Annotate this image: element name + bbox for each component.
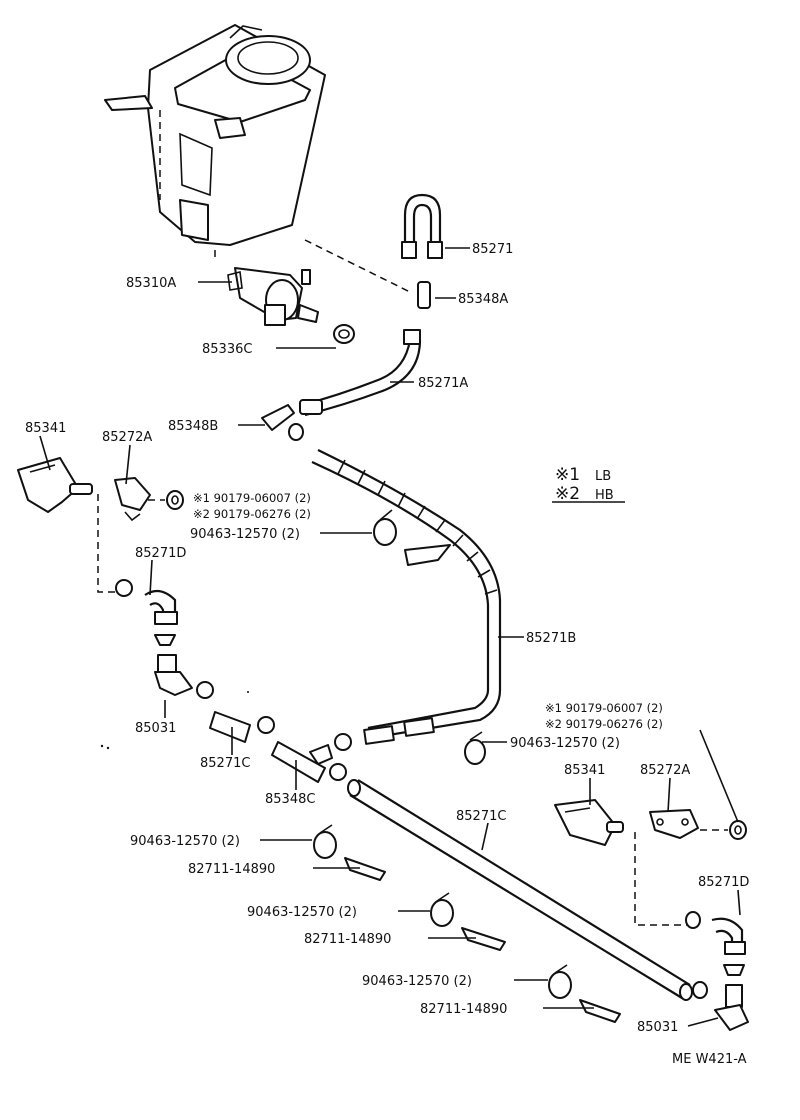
- label-85271b: 85271B: [526, 631, 576, 646]
- label-85272a-left: 85272A: [102, 430, 152, 445]
- clamp-c: [548, 964, 572, 999]
- label-85271: 85271: [472, 242, 513, 257]
- u-hose-85271: [401, 193, 443, 259]
- label-clamp-right: 90463-12570 (2): [510, 736, 620, 751]
- label-85271a: 85271A: [418, 376, 468, 391]
- label-85348b: 85348B: [168, 419, 218, 434]
- label-clamp-b: 90463-12570 (2): [247, 905, 357, 920]
- clip-c: [579, 999, 621, 1023]
- legend-mark1: ※1: [555, 465, 580, 485]
- clip-b: [461, 927, 506, 951]
- figure-code: ME W421-A: [672, 1052, 747, 1067]
- clip-left: [404, 544, 451, 566]
- grommet-right: [729, 820, 747, 840]
- label-clip-a: 82711-14890: [188, 862, 275, 877]
- grommet-85336c: [333, 324, 355, 344]
- bracket-85272a-left: [114, 477, 151, 522]
- label-clamp-c: 90463-12570 (2): [362, 974, 472, 989]
- label-85310a: 85310A: [126, 276, 176, 291]
- label-clamp-left: 90463-12570 (2): [190, 527, 300, 542]
- label-85341-left: 85341: [25, 421, 66, 436]
- clamp-a: [313, 824, 337, 859]
- legend: ※1 LB ※2 HB: [555, 465, 614, 504]
- legend-mark2-label: HB: [595, 488, 614, 503]
- washer-pump: [227, 267, 319, 326]
- labels: 85271 85310A 85348A 85336C 85271A 85341 …: [25, 242, 749, 1067]
- clamp-right: [464, 731, 486, 765]
- label-85271c-right: 85271C: [456, 809, 506, 824]
- grommet-left: [166, 490, 184, 510]
- label-clip-c: 82711-14890: [420, 1002, 507, 1017]
- bracket-85272a-right: [649, 809, 699, 839]
- label-85271d-right: 85271D: [698, 875, 749, 890]
- connector-85031-left: [154, 654, 214, 699]
- clamp-b: [430, 892, 454, 927]
- joint-85348a: [417, 281, 431, 309]
- label-note1-right: ※1 90179-06007 (2): [545, 701, 663, 715]
- label-85272a-right: 85272A: [640, 763, 690, 778]
- legend-mark2: ※2: [555, 484, 580, 504]
- hose-85271d-left: [115, 579, 178, 646]
- hose-85271a: [299, 329, 422, 417]
- label-85341-right: 85341: [564, 763, 605, 778]
- washer-tank: [104, 24, 326, 262]
- label-clip-b: 82711-14890: [304, 932, 391, 947]
- hose-85271c-long: [347, 779, 693, 1001]
- label-85031-left: 85031: [135, 721, 176, 736]
- clip-a: [344, 857, 386, 881]
- label-85271d-left: 85271D: [135, 546, 186, 561]
- hose-85271d-right: [685, 911, 746, 976]
- label-clamp-a: 90463-12570 (2): [130, 834, 240, 849]
- joint-85348b: [261, 404, 304, 441]
- leader-lines: [39, 247, 741, 1027]
- nozzle-85341-left: [17, 457, 93, 513]
- label-85348a: 85348A: [458, 292, 508, 307]
- label-85336c: 85336C: [202, 342, 252, 357]
- label-85031-right: 85031: [637, 1020, 678, 1035]
- scan-specks: [100, 691, 249, 750]
- label-note1-left: ※1 90179-06007 (2): [193, 491, 311, 505]
- connector-85031-right: [692, 981, 749, 1031]
- hose-85271b: [311, 449, 502, 745]
- label-note2-right: ※2 90179-06276 (2): [545, 717, 663, 731]
- clamp-left: [373, 509, 397, 546]
- joint-85348c: [271, 733, 352, 783]
- legend-mark1-label: LB: [595, 469, 611, 484]
- label-note2-left: ※2 90179-06276 (2): [193, 507, 311, 521]
- label-85271c-left: 85271C: [200, 756, 250, 771]
- label-85348c: 85348C: [265, 792, 315, 807]
- hose-85271c-short: [209, 711, 275, 743]
- nozzle-85341-right: [554, 799, 624, 846]
